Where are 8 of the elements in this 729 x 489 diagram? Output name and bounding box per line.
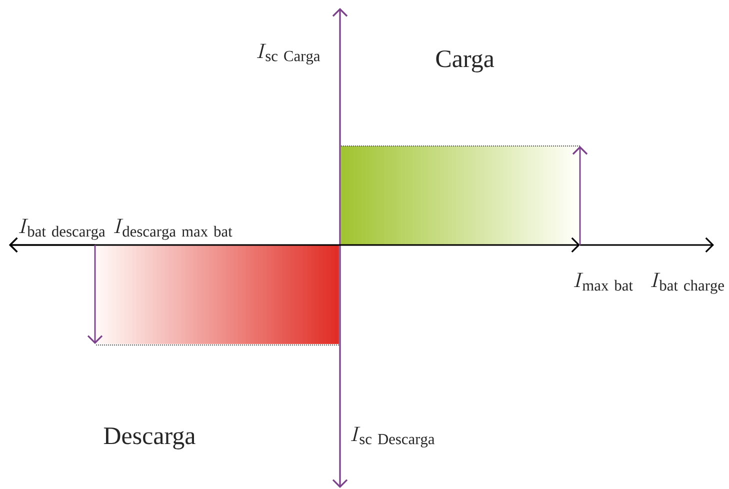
axis-label: $I_{\mathrm{descarga\ max\ bat}}$ <box>114 218 232 240</box>
axis-label: $I_{\mathrm{bat\ charge}}$ <box>651 272 724 294</box>
quadrant-label: Descarga <box>104 428 196 450</box>
axis-label: $I_{\mathrm{bat\ descarga}}$ <box>19 218 106 240</box>
axis-label: $I_{\mathrm{sc\ Descarga}}$ <box>351 426 435 448</box>
quadrant-label: Carga <box>436 50 494 72</box>
axis-label: $I_{\mathrm{max\ bat}}$ <box>574 272 633 291</box>
axis-label: $I_{\mathrm{sc\ Carga}}$ <box>257 44 320 64</box>
